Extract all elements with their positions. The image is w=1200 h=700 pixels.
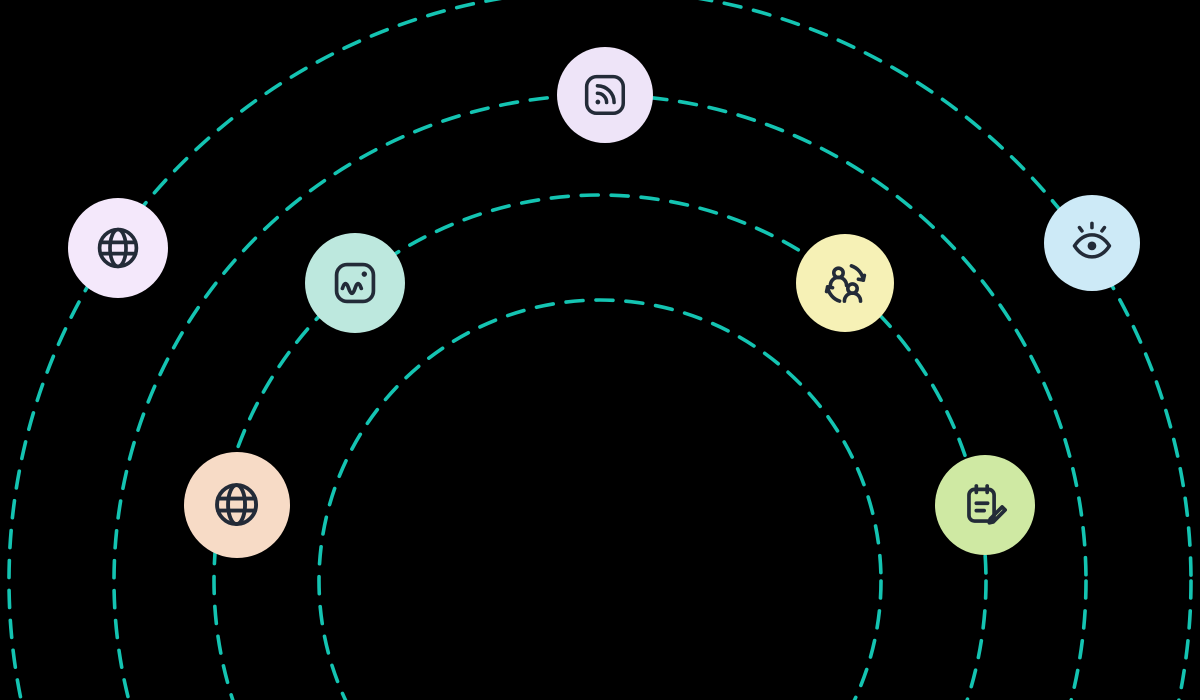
rss-badge	[557, 47, 653, 143]
notes-badge	[935, 455, 1035, 555]
globe-outer-badge	[68, 198, 168, 298]
eye-badge	[1044, 195, 1140, 291]
globe-icon	[92, 222, 144, 274]
users-badge	[796, 234, 894, 332]
users-sync-icon	[820, 258, 871, 309]
orbit-ring	[212, 193, 988, 700]
eye-icon	[1067, 218, 1117, 268]
orbit-ring	[7, 0, 1193, 700]
media-wave-icon	[329, 257, 381, 309]
rss-icon	[580, 70, 630, 120]
orbit-ring	[317, 298, 883, 700]
media-badge	[305, 233, 405, 333]
globe-inner-badge	[184, 452, 290, 558]
clipboard-edit-icon	[959, 479, 1011, 531]
globe-icon	[209, 477, 264, 532]
